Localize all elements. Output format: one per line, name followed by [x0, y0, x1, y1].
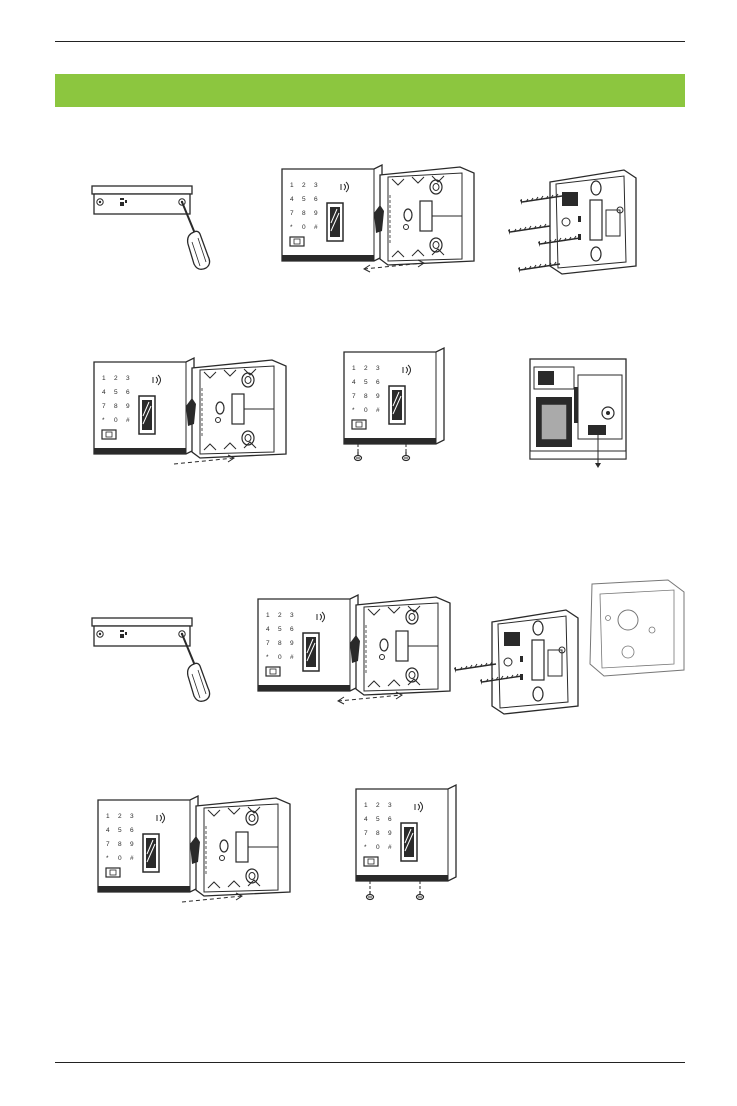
figure-separate-front-and-back: [278, 165, 478, 275]
figure-remove-bottom-screw: [90, 182, 230, 282]
figure-fix-bottom-screws: [340, 348, 450, 468]
section-header-bar: [55, 74, 685, 107]
figure-attach-front-to-back: [90, 352, 290, 467]
figure-mount-back-plate-on-wall: [510, 166, 640, 281]
figure-separate-front-and-back-gang-box: [254, 595, 454, 710]
device-back-plate: [374, 167, 474, 265]
device-front-keypad: [282, 165, 382, 261]
figure-fix-bottom-screws-gang-box: [352, 785, 462, 910]
figure-mount-on-gang-box: [452, 580, 692, 710]
figure-remove-bottom-screw-gang-box: [90, 614, 230, 714]
gang-box: [590, 580, 684, 676]
screw-icon: [355, 452, 410, 461]
bottom-rule: [55, 1062, 685, 1063]
screw-icon: [367, 891, 424, 900]
screwdriver-icon: [182, 634, 210, 701]
figure-back-plate-wiring: [528, 357, 638, 472]
figure-attach-front-to-back-gang-box: [90, 790, 300, 905]
screwdriver-icon: [182, 202, 210, 269]
top-rule: [55, 41, 685, 42]
